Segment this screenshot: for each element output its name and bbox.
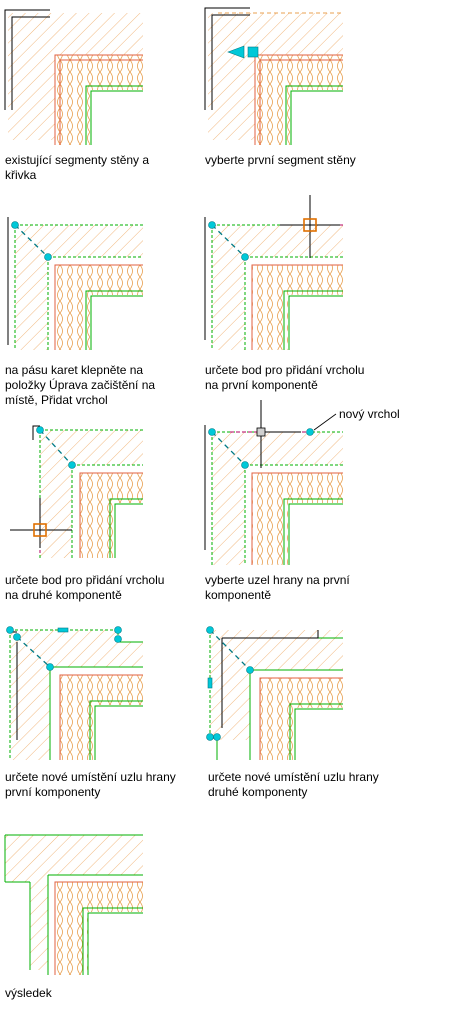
step-1-caption: existující segmenty stěny a křivka: [5, 153, 149, 183]
step-4-drawing: [204, 195, 343, 350]
step-3-drawing: [7, 217, 143, 350]
vertex-grip-icon: [208, 428, 216, 436]
step-1-panel: existující segmenty stěny a křivka: [0, 0, 220, 200]
vertex-grip-icon: [68, 461, 76, 469]
new-vertex-callout: nový vrchol: [339, 407, 400, 421]
step-1-drawing: [4, 9, 143, 145]
vertex-grip-icon: [208, 221, 216, 229]
vertex-grip-icon: [206, 733, 214, 741]
step-6-caption: vyberte uzel hrany na první komponentě: [205, 573, 350, 603]
vertex-grip-icon: [46, 663, 54, 671]
step-2-caption-line-1: vyberte první segment stěny: [205, 153, 356, 167]
grip-square-icon: [247, 46, 259, 58]
step-4-caption: určete bod pro přidání vrcholu na první …: [205, 363, 364, 393]
step-8-drawing: [206, 626, 343, 760]
vertex-grip-icon: [11, 221, 19, 229]
vertex-grip-icon: [241, 461, 249, 469]
step-6-panel: nový vrchol vyberte uzel hrany na první …: [200, 400, 420, 603]
step-2-caption: vyberte první segment stěny: [205, 153, 356, 168]
new-vertex-grip-icon: [306, 428, 314, 436]
step-7-caption-line-1: určete nové umístění uzlu hrany: [5, 770, 176, 784]
edge-midpoint-grip-icon: [207, 677, 213, 689]
callout-leader: [313, 413, 337, 431]
step-7-caption: určete nové umístění uzlu hrany první ko…: [5, 770, 176, 800]
step-1-caption-line-1: existující segmenty stěny a: [5, 153, 150, 167]
step-8-caption: určete nové umístění uzlu hrany druhé ko…: [208, 770, 379, 800]
step-8-caption-line-2: druhé komponenty: [208, 785, 308, 799]
step-9-drawing: [4, 834, 143, 975]
vertex-grip-icon: [114, 635, 122, 643]
step-7-panel: určete nové umístění uzlu hrany první ko…: [0, 620, 220, 820]
vertex-grip-icon: [44, 253, 52, 261]
arrow-grip-icon: [227, 45, 245, 59]
step-7-drawing: [6, 626, 143, 760]
step-4-caption-line-2: na první komponentě: [205, 378, 318, 392]
step-5-drawing: [10, 425, 143, 558]
step-3-caption-line-2: položky Úprava začištění na: [5, 378, 156, 392]
step-8-caption-line-1: určete nové umístění uzlu hrany: [208, 770, 379, 784]
step-6-drawing: [204, 400, 343, 565]
step-6-caption-line-1: vyberte uzel hrany na první: [205, 573, 350, 587]
step-5-panel: určete bod pro přidání vrcholu na druhé …: [0, 418, 220, 618]
vertex-grip-icon: [114, 626, 122, 634]
step-7-caption-line-2: první komponenty: [5, 785, 101, 799]
step-4-panel: určete bod pro přidání vrcholu na první …: [200, 190, 420, 393]
step-2-drawing: [204, 7, 343, 145]
step-3-caption-line-1: na pásu karet klepněte na: [5, 363, 144, 377]
step-9-caption-line-1: výsledek: [5, 986, 52, 1000]
vertex-grip-icon: [241, 253, 249, 261]
step-2-panel: vyberte první segment stěny: [200, 0, 420, 200]
cursor-pickbox-icon: [33, 523, 47, 537]
vertex-grip-icon: [213, 733, 221, 741]
vertex-grip-icon: [36, 426, 44, 434]
step-1-caption-line-2: křivka: [5, 168, 37, 182]
vertex-grip-icon: [13, 633, 21, 641]
vertex-grip-icon: [206, 626, 214, 634]
cursor-pickbox-icon: [303, 218, 317, 232]
step-8-panel: určete nové umístění uzlu hrany druhé ko…: [200, 620, 420, 820]
crosshair-pickbox-icon: [256, 427, 266, 437]
step-5-caption-line-1: určete bod pro přidání vrcholu: [5, 573, 165, 587]
step-5-caption-line-2: na druhé komponentě: [5, 588, 122, 602]
vertex-grip-icon: [6, 626, 14, 634]
step-6-caption-line-2: komponentě: [205, 588, 272, 602]
step-3-caption: na pásu karet klepněte na položky Úprava…: [5, 363, 155, 408]
step-4-caption-line-1: určete bod pro přidání vrcholu: [205, 363, 365, 377]
step-3-panel: na pásu karet klepněte na položky Úprava…: [0, 205, 220, 408]
step-9-caption: výsledek: [5, 986, 52, 1001]
step-5-caption: určete bod pro přidání vrcholu na druhé …: [5, 573, 164, 603]
edge-midpoint-grip-icon: [57, 627, 69, 633]
step-3-caption-line-3: místě, Přidat vrchol: [5, 393, 108, 407]
step-9-panel: výsledek: [0, 830, 220, 1030]
vertex-grip-icon: [246, 666, 254, 674]
